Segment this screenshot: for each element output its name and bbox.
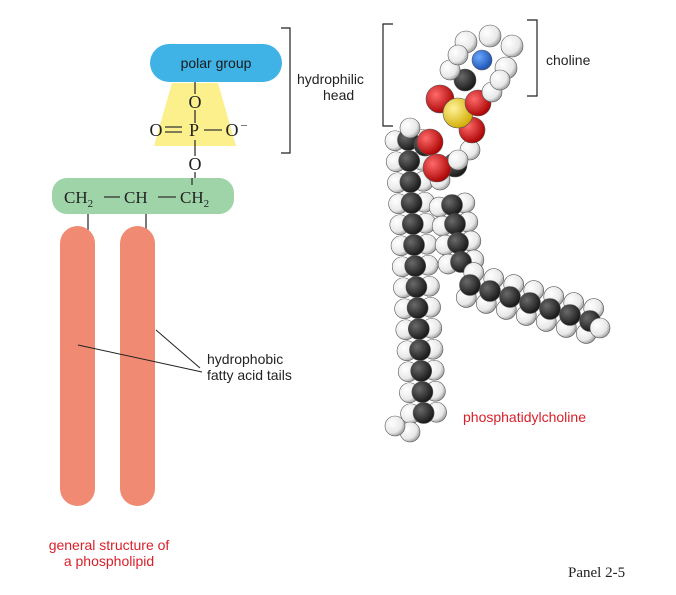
ch-middle-group: CH: [124, 188, 148, 207]
carbon-atom: [398, 150, 421, 172]
hydrogen-atom: [500, 34, 524, 58]
general-structure-caption: general structure of a phospholipid: [48, 537, 170, 569]
carbon-atom: [499, 286, 521, 308]
oxygen-top-atom: O: [189, 92, 202, 112]
oxygen-minus-atom: O: [226, 120, 239, 140]
fatty-acid-tail-left: [60, 226, 95, 506]
carbon-atom: [459, 274, 481, 296]
carbon-atom: [444, 213, 466, 235]
carbon-atom: [539, 298, 561, 320]
carbon-atom: [453, 68, 477, 92]
carbon-atom: [407, 318, 430, 340]
hydrogen-atom: [447, 44, 469, 66]
oxygen-bottom-atom: O: [189, 154, 202, 174]
hydrogen-atom: [399, 117, 421, 139]
carbon-atom: [410, 360, 433, 382]
oxygen-atom: [416, 128, 444, 156]
ch2-left-group: CH2: [64, 188, 93, 210]
carbon-atom: [401, 213, 424, 235]
carbon-atom: [399, 171, 422, 193]
nitrogen-atom: [471, 49, 493, 71]
carbon-atom: [411, 381, 434, 403]
fatty-acid-tails-label: hydrophobic fatty acid tails: [207, 351, 292, 383]
glycerol-backbone-shape: [52, 178, 234, 214]
oxygen-atom: [422, 153, 452, 183]
polar-group-shape: [150, 44, 282, 82]
space-filling-model: [384, 24, 611, 443]
hydrogen-atom: [384, 415, 406, 437]
head-bracket: [281, 27, 291, 154]
carbon-atom: [406, 297, 429, 319]
carbon-atom: [412, 402, 435, 424]
tails-leader-lines: [77, 329, 203, 373]
fatty-acid-tail-right: [120, 226, 155, 506]
bond-lines: [87, 82, 222, 232]
carbon-atom: [519, 292, 541, 314]
choline-label: choline: [546, 52, 591, 68]
carbon-atom: [405, 276, 428, 298]
phosphorus-atom: P: [189, 120, 199, 140]
carbon-atom: [479, 280, 501, 302]
model-bracket-left: [382, 23, 393, 127]
carbon-atom: [404, 255, 427, 277]
carbon-atom: [400, 192, 423, 214]
negative-charge: –: [240, 117, 248, 131]
hydrogen-atom: [589, 317, 611, 339]
polar-group-label: polar group: [181, 55, 252, 71]
panel-label: Panel 2-5: [568, 565, 626, 581]
hydrophilic-head-label: hydrophilic head: [297, 71, 364, 103]
carbon-atom: [447, 232, 469, 254]
carbon-atom: [559, 304, 581, 326]
hydrogen-atom: [489, 69, 511, 91]
oxygen-double-bond-atom: O: [150, 120, 163, 140]
carbon-atom: [409, 339, 431, 361]
carbon-atom: [441, 194, 463, 216]
choline-bracket: [527, 19, 538, 97]
carbon-atom: [403, 234, 425, 256]
hydrogen-atom: [478, 24, 502, 48]
phosphatidylcholine-caption: phosphatidylcholine: [463, 409, 586, 425]
hydrogen-atom: [447, 149, 469, 171]
ch2-right-group: CH2: [180, 188, 209, 210]
